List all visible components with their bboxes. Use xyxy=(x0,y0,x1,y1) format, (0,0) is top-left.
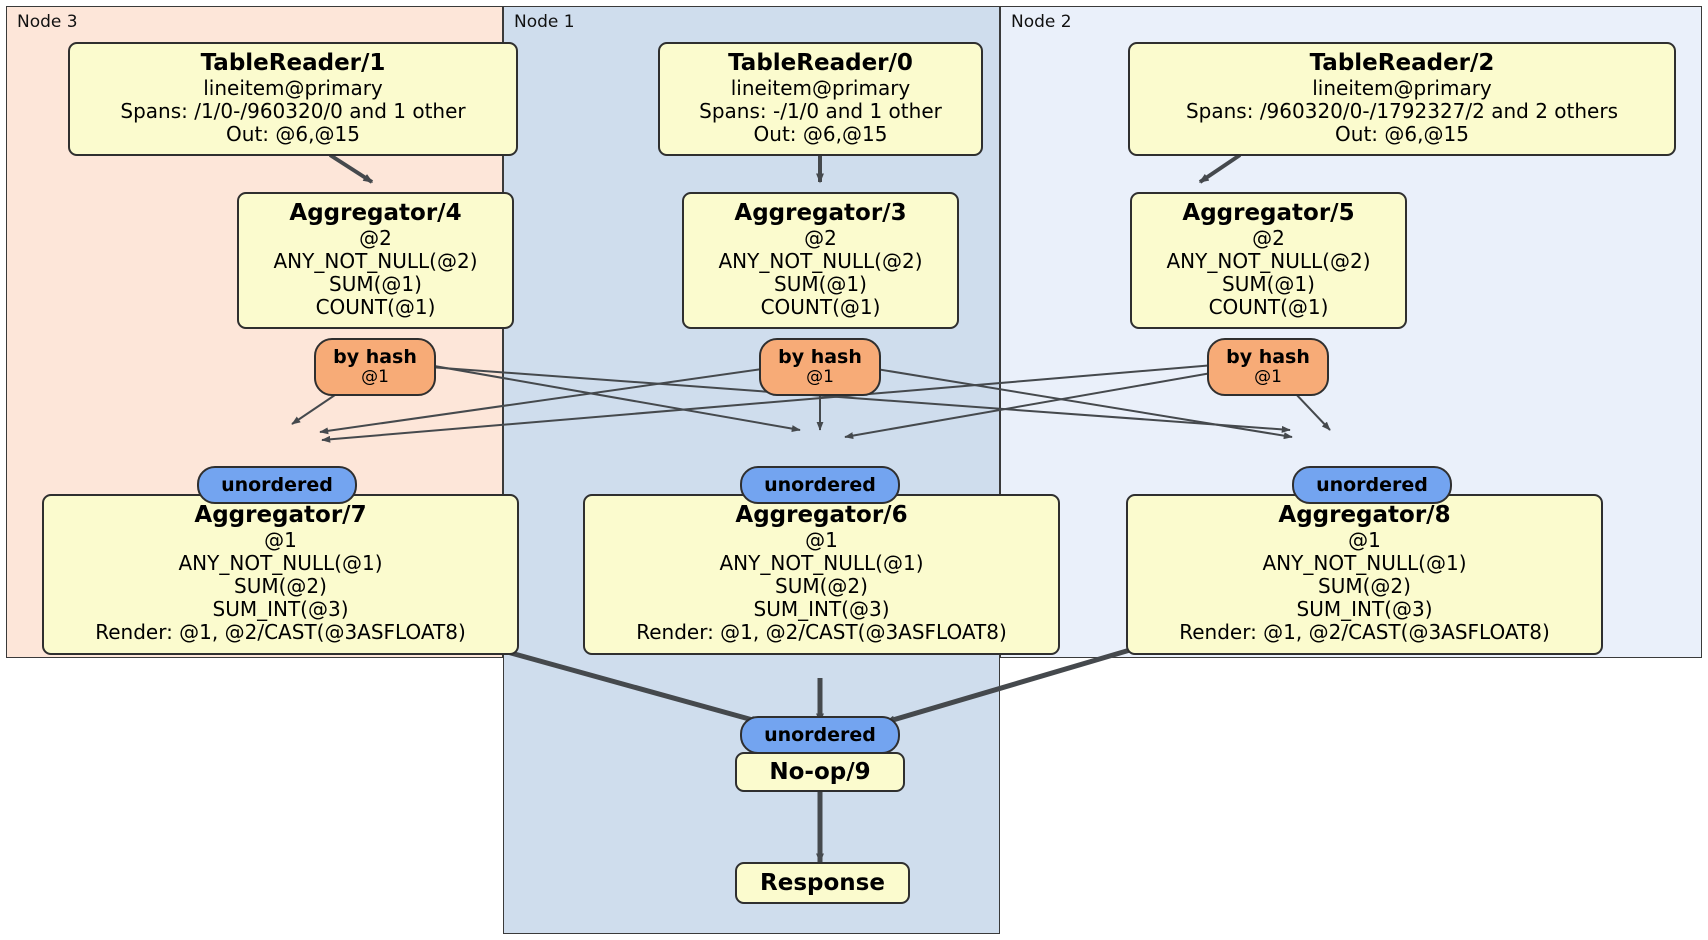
processor-line: lineitem@primary xyxy=(1312,75,1492,100)
processor-line: ANY_NOT_NULL(@2) xyxy=(273,248,478,273)
processor-line: ANY_NOT_NULL(@1) xyxy=(719,550,924,575)
processor-line: COUNT(@1) xyxy=(1208,295,1329,320)
processor-line: SUM(@2) xyxy=(234,574,327,599)
processor-line: SUM(@1) xyxy=(774,272,867,297)
processor-aggregator-6[interactable]: Aggregator/6 @1 ANY_NOT_NULL(@1) SUM(@2)… xyxy=(583,494,1060,655)
processor-line: SUM(@1) xyxy=(1222,272,1315,297)
processor-title: Aggregator/3 xyxy=(734,200,907,226)
processor-line: SUM(@1) xyxy=(329,272,422,297)
processor-title: No-op/9 xyxy=(769,758,871,785)
router-label: unordered xyxy=(764,723,876,746)
router-unordered-final[interactable]: unordered xyxy=(740,716,900,754)
processor-table-reader-0[interactable]: TableReader/0 lineitem@primary Spans: -/… xyxy=(658,42,983,157)
processor-aggregator-8[interactable]: Aggregator/8 @1 ANY_NOT_NULL(@1) SUM(@2)… xyxy=(1126,494,1603,655)
processor-line: lineitem@primary xyxy=(203,75,383,100)
processor-line: SUM(@2) xyxy=(1318,574,1411,599)
router-label: unordered xyxy=(221,473,333,496)
processor-line: Render: @1, @2/CAST(@3ASFLOAT8) xyxy=(1179,620,1550,645)
router-label: unordered xyxy=(1316,473,1428,496)
processor-line: ANY_NOT_NULL(@1) xyxy=(1262,550,1467,575)
processor-line: Out: @6,@15 xyxy=(753,122,888,147)
processor-line: Render: @1, @2/CAST(@3ASFLOAT8) xyxy=(95,620,466,645)
processor-title: Response xyxy=(760,869,885,896)
processor-line: @1 xyxy=(805,527,838,552)
processor-line: Spans: /1/0-/960320/0 and 1 other xyxy=(120,98,466,123)
node-region-label-node1: Node 1 xyxy=(514,12,575,32)
processor-title: Aggregator/5 xyxy=(1182,200,1355,226)
processor-line: SUM_INT(@3) xyxy=(753,597,890,622)
processor-aggregator-4[interactable]: Aggregator/4 @2 ANY_NOT_NULL(@2) SUM(@1)… xyxy=(237,192,514,330)
processor-line: ANY_NOT_NULL(@2) xyxy=(1166,248,1371,273)
node-region-label-node3: Node 3 xyxy=(17,12,78,32)
processor-line: @1 xyxy=(264,527,297,552)
router-by-hash-center[interactable]: by hash @1 xyxy=(759,338,881,396)
router-by-hash-right[interactable]: by hash @1 xyxy=(1207,338,1329,396)
router-sublabel: @1 xyxy=(806,367,834,388)
processor-line: @2 xyxy=(804,225,837,250)
processor-line: Out: @6,@15 xyxy=(1335,122,1469,147)
processor-line: @2 xyxy=(1252,225,1285,250)
processor-title: TableReader/1 xyxy=(200,50,386,76)
processor-title: Aggregator/4 xyxy=(289,200,462,226)
processor-line: SUM_INT(@3) xyxy=(212,597,349,622)
processor-line: SUM(@2) xyxy=(775,574,868,599)
processor-table-reader-2[interactable]: TableReader/2 lineitem@primary Spans: /9… xyxy=(1128,42,1676,157)
router-label: by hash xyxy=(1226,346,1310,369)
processor-title: Aggregator/8 xyxy=(1278,502,1451,528)
processor-line: Out: @6,@15 xyxy=(226,122,360,147)
processor-response[interactable]: Response xyxy=(735,862,910,904)
processor-line: ANY_NOT_NULL(@1) xyxy=(178,550,383,575)
router-unordered-center[interactable]: unordered xyxy=(740,466,900,504)
processor-title: TableReader/0 xyxy=(728,50,913,76)
processor-line: Render: @1, @2/CAST(@3ASFLOAT8) xyxy=(636,620,1007,645)
processor-line: SUM_INT(@3) xyxy=(1296,597,1433,622)
processor-title: Aggregator/6 xyxy=(735,502,908,528)
processor-line: Spans: /960320/0-/1792327/2 and 2 others xyxy=(1185,98,1618,123)
router-label: by hash xyxy=(333,346,417,369)
processor-aggregator-5[interactable]: Aggregator/5 @2 ANY_NOT_NULL(@2) SUM(@1)… xyxy=(1130,192,1407,330)
processor-title: Aggregator/7 xyxy=(194,502,367,528)
processor-aggregator-7[interactable]: Aggregator/7 @1 ANY_NOT_NULL(@1) SUM(@2)… xyxy=(42,494,519,655)
router-sublabel: @1 xyxy=(1254,367,1282,388)
processor-line: @2 xyxy=(359,225,392,250)
router-label: by hash xyxy=(778,346,862,369)
router-sublabel: @1 xyxy=(361,367,389,388)
processor-line: COUNT(@1) xyxy=(760,295,881,320)
processor-line: lineitem@primary xyxy=(730,75,911,100)
processor-title: TableReader/2 xyxy=(1309,50,1495,76)
router-unordered-left[interactable]: unordered xyxy=(197,466,357,504)
processor-noop-9[interactable]: No-op/9 xyxy=(735,752,905,792)
node-region-label-node2: Node 2 xyxy=(1011,12,1072,32)
router-label: unordered xyxy=(764,473,876,496)
router-unordered-right[interactable]: unordered xyxy=(1292,466,1452,504)
processor-aggregator-3[interactable]: Aggregator/3 @2 ANY_NOT_NULL(@2) SUM(@1)… xyxy=(682,192,959,330)
processor-table-reader-1[interactable]: TableReader/1 lineitem@primary Spans: /1… xyxy=(68,42,518,157)
processor-line: Spans: -/1/0 and 1 other xyxy=(699,98,942,123)
router-by-hash-left[interactable]: by hash @1 xyxy=(314,338,436,396)
processor-line: ANY_NOT_NULL(@2) xyxy=(718,248,923,273)
processor-line: COUNT(@1) xyxy=(315,295,436,320)
processor-line: @1 xyxy=(1348,527,1381,552)
